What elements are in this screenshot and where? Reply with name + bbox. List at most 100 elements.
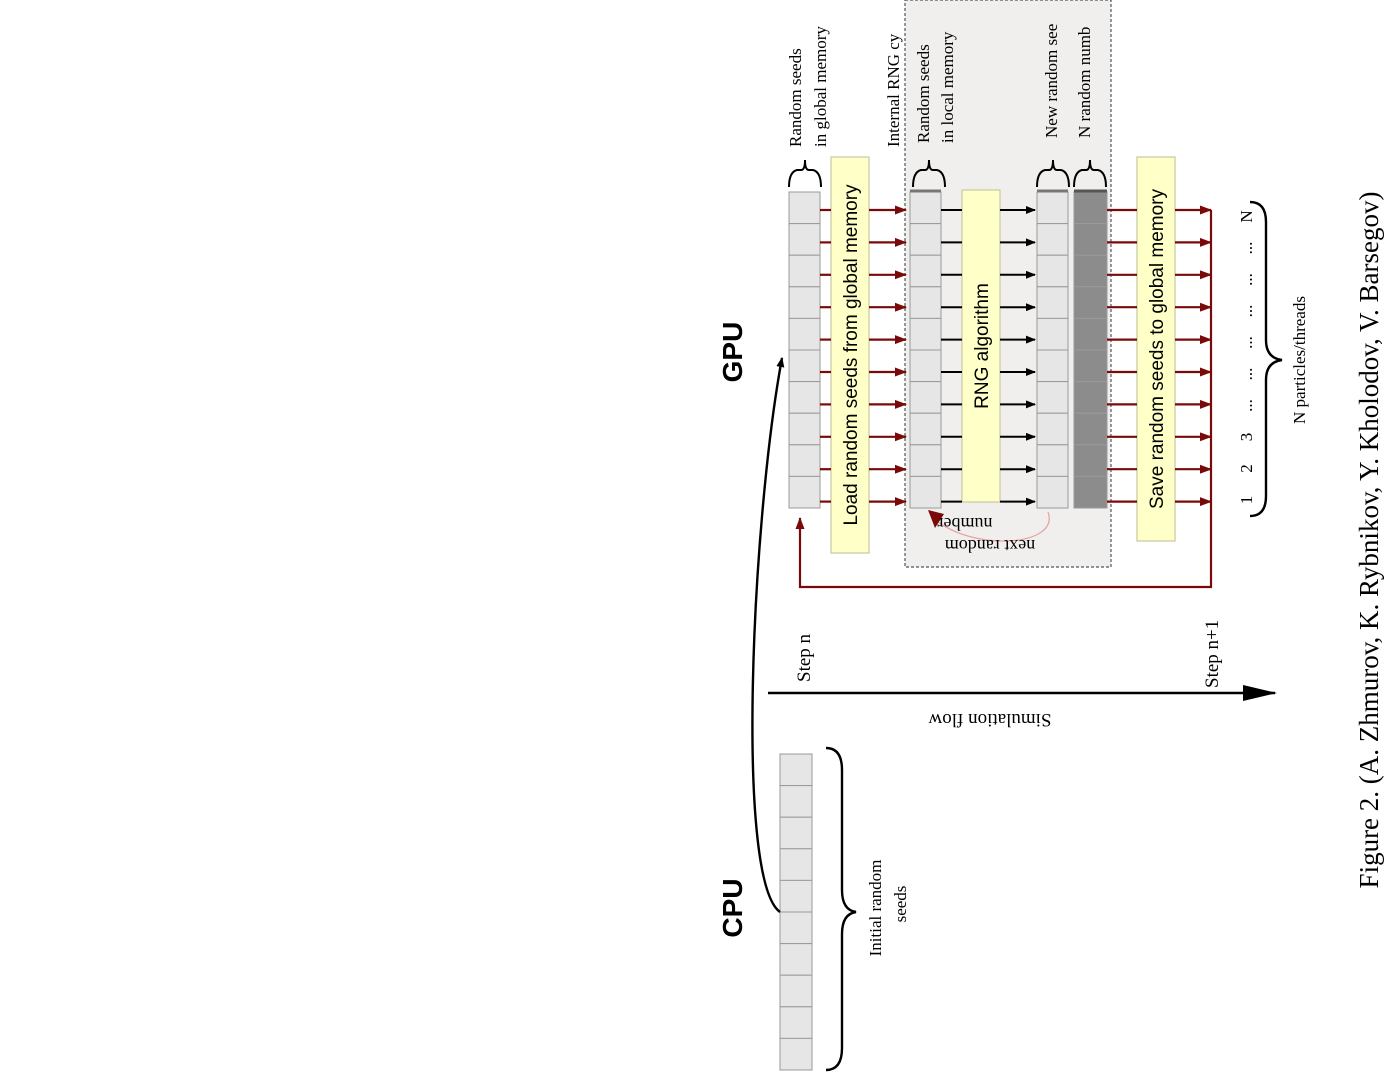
cpu-seed-cell (779, 848, 813, 881)
new-seed-cell (1036, 223, 1069, 256)
new-seed-cell (1036, 381, 1069, 414)
new-seed-cell (1036, 412, 1069, 446)
new-seed-brace (1036, 159, 1070, 188)
particle-index-label: ... (1237, 399, 1256, 412)
n-numbers-label: N random numb (1075, 27, 1094, 138)
cpu-seed-cell (779, 911, 813, 945)
new-seed-column (1036, 189, 1069, 509)
particle-index-label: N (1237, 210, 1256, 222)
next-random-arrowhead (928, 510, 944, 528)
cpu-seed-cell (779, 943, 813, 976)
particle-index-label: ... (1237, 273, 1256, 286)
initial-seeds-label: Initial random (866, 860, 885, 957)
particle-index-label: ... (1237, 336, 1256, 349)
cpu-seed-cell (779, 785, 813, 818)
cpu-seed-cell (779, 974, 813, 1008)
local-seed-cell (909, 254, 942, 288)
particle-index-labels: 1 2 3.................. N (1237, 210, 1256, 504)
local-seed-cell (909, 444, 942, 477)
local-seed-cell (909, 223, 942, 256)
global-seed-cell (788, 317, 821, 351)
particles-label: N particles/threads (1290, 296, 1309, 424)
save-seeds-box-label: Save random seeds to global memory (1147, 189, 1168, 509)
particle-index-label: ... (1237, 242, 1256, 255)
particle-index-label: ... (1237, 305, 1256, 318)
random-number-cell (1073, 444, 1108, 477)
cpu-seed-cell (779, 1006, 813, 1039)
random-number-cell (1073, 317, 1108, 351)
random-number-cell (1073, 349, 1108, 383)
local-seed-cell (909, 191, 942, 225)
next-random-label: next random (945, 536, 1035, 556)
initial-seeds-brace (825, 746, 857, 1072)
local-seed-cell (909, 349, 942, 383)
global-seed-cell (788, 475, 821, 509)
next-random-label-2: number (938, 514, 993, 534)
random-number-cell (1073, 412, 1108, 446)
new-seed-cell (1036, 349, 1069, 383)
local-seed-column (909, 189, 942, 509)
local-seed-cell (909, 475, 942, 509)
cpu-seed-cell (779, 816, 813, 850)
internal-rng-label: Internal RNG cy (884, 33, 903, 147)
next-random-loop (937, 511, 1050, 542)
simulation-flow-label: Simulation flow (928, 709, 1051, 730)
step-n-label: Step n (794, 633, 815, 682)
seeds-local-label: Random seeds (914, 44, 933, 143)
random-number-cell (1073, 381, 1108, 414)
particle-index-label: 1 (1237, 496, 1256, 505)
new-seed-cell (1036, 254, 1069, 288)
cpu-seed-column (779, 753, 813, 1071)
random-number-cell (1073, 191, 1108, 225)
cpu-seed-cell (779, 1037, 813, 1071)
new-seed-cell (1036, 286, 1069, 319)
rng-algorithm-box (961, 189, 1001, 503)
cpu-label: CPU (717, 878, 748, 937)
local-seed-brace (912, 159, 946, 188)
cpu-to-gpu-arrow (751, 357, 785, 913)
global-seed-brace (788, 159, 822, 188)
random-number-column (1073, 189, 1108, 509)
cpu-seed-cell (779, 753, 813, 787)
global-seed-cell (788, 254, 821, 288)
particles-brace (1249, 200, 1283, 518)
particle-index-label: ... (1237, 368, 1256, 381)
global-seed-cell (788, 191, 821, 225)
particle-index-label: 2 (1237, 464, 1256, 473)
figure-caption: Figure 2. (A. Zhmurov, K. Rybnikov, Y. K… (1354, 192, 1384, 889)
global-seed-cell (788, 349, 821, 383)
seeds-local-label-2: in local memory (938, 31, 957, 143)
load-seeds-box (830, 156, 870, 554)
local-seed-cell (909, 381, 942, 414)
random-number-cell (1073, 475, 1108, 509)
local-seed-cell (909, 412, 942, 446)
save-seeds-box (1136, 156, 1176, 542)
load-seeds-box-label: Load random seeds from global memory (841, 184, 862, 526)
feedback-loop (795, 210, 1213, 589)
global-seed-cell (788, 444, 821, 477)
new-seed-cell (1036, 475, 1069, 509)
arrow-rows (820, 205, 1212, 507)
local-seed-cell (909, 286, 942, 319)
new-seed-cell (1036, 444, 1069, 477)
random-number-cell (1073, 254, 1108, 288)
global-seed-cell (788, 381, 821, 414)
random-number-brace (1073, 159, 1107, 188)
particle-index-label: 3 (1237, 433, 1256, 442)
step-n1-label: Step n+1 (1202, 620, 1223, 688)
random-number-cell (1073, 223, 1108, 256)
global-seed-cell (788, 412, 821, 446)
new-seeds-label: New random see (1042, 24, 1061, 138)
random-number-cell (1073, 286, 1108, 319)
initial-seeds-label-2: seeds (891, 886, 910, 923)
seeds-global-label-2: in global memory (811, 26, 830, 147)
gpu-label: GPU (717, 322, 748, 383)
global-seed-column (788, 191, 821, 509)
new-seed-cell (1036, 191, 1069, 225)
rng-algorithm-box-label: RNG algorithm (972, 283, 993, 409)
local-seed-cell (909, 317, 942, 351)
global-seed-cell (788, 223, 821, 256)
seeds-global-label: Random seeds (786, 48, 805, 147)
global-seed-cell (788, 286, 821, 319)
